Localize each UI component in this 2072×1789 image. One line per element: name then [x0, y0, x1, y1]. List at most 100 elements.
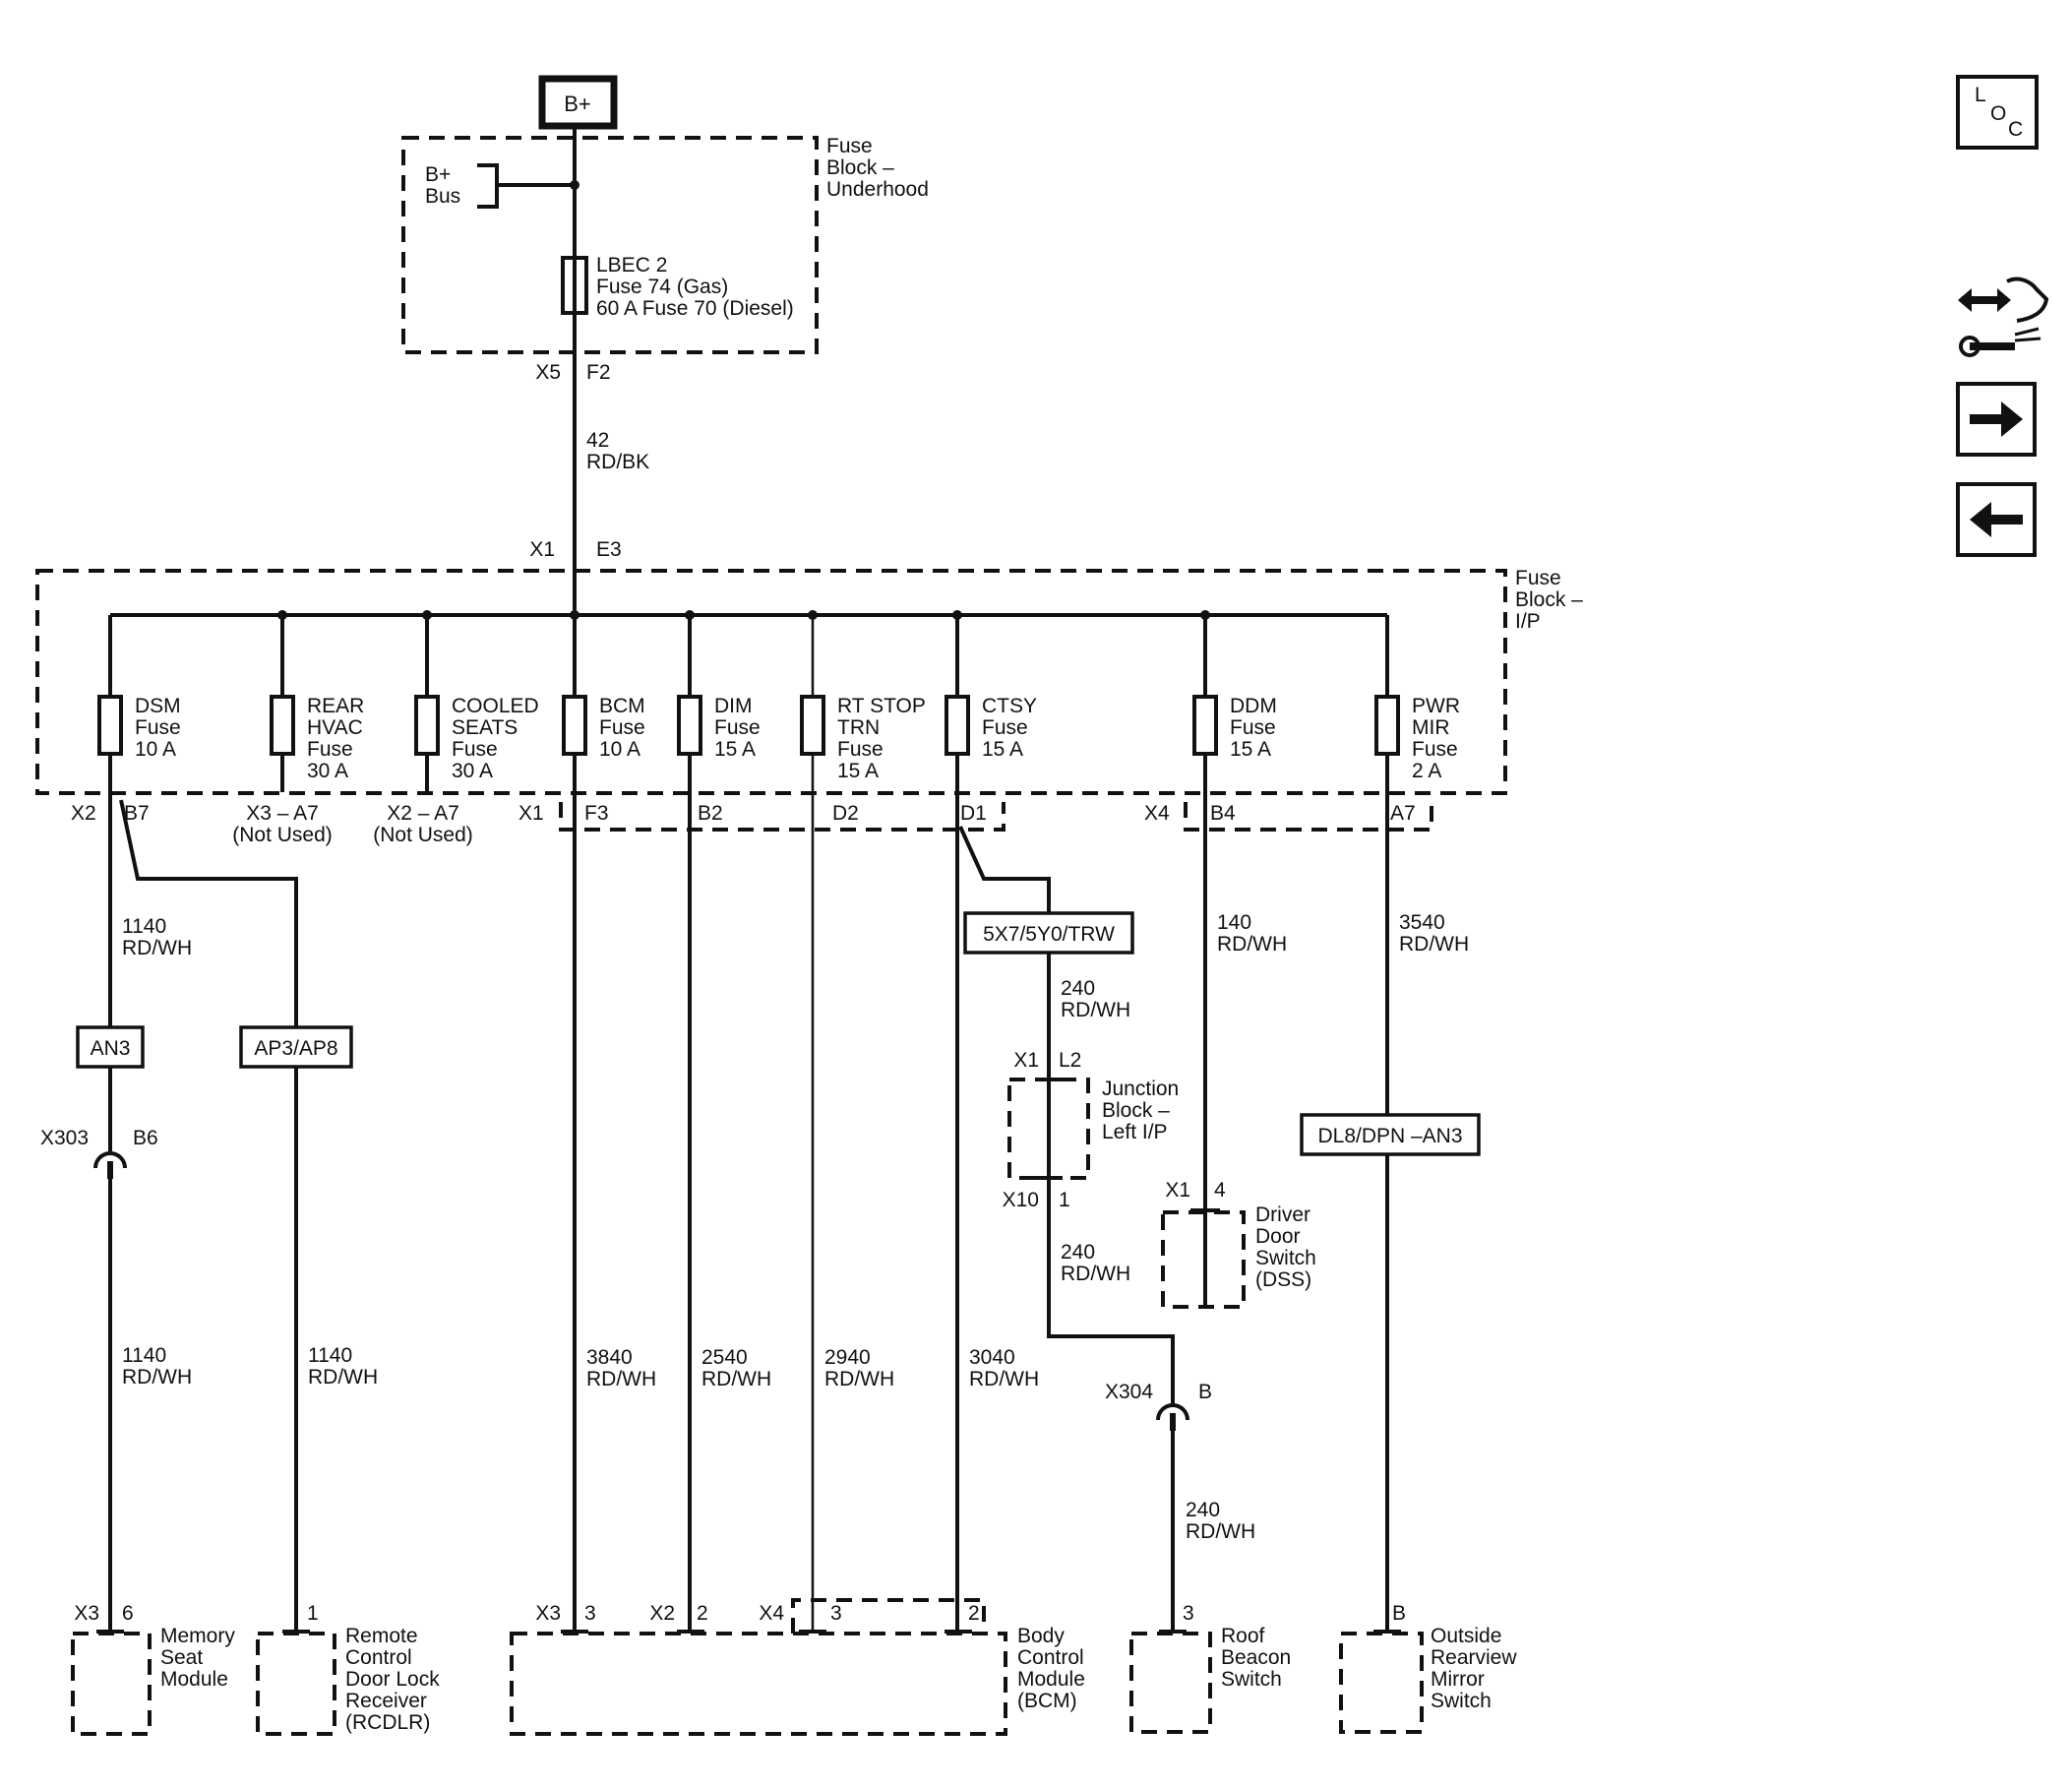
loc-letter-c: C [2008, 118, 2023, 141]
ctsy-fuse-label-1: CTSY [982, 695, 1037, 717]
svg-text:Beacon: Beacon [1221, 1646, 1291, 1669]
dsm-fuse [97, 695, 123, 756]
component-views-button[interactable] [1958, 277, 2049, 357]
dsm-fuse-label-1: DSM [135, 695, 181, 717]
svg-text:Memory: Memory [160, 1625, 235, 1647]
bus-label-1: B+ [425, 163, 451, 186]
svg-text:Control: Control [345, 1646, 412, 1669]
svg-text:Junction: Junction [1102, 1078, 1179, 1100]
svg-text:Control: Control [1017, 1646, 1084, 1669]
rear-hvac-fuse [270, 695, 295, 756]
loc-letter-o: O [1990, 102, 2006, 125]
dsm-wire-upper-color: RD/WH [122, 937, 192, 959]
ddm-fuse-label-2: Fuse [1230, 716, 1276, 739]
jb-out-wire-circuit: 240 [1061, 1241, 1095, 1264]
svg-text:Receiver: Receiver [345, 1690, 427, 1712]
svg-text:X2: X2 [649, 1602, 675, 1625]
rt-stop-label-2: TRN [837, 716, 880, 739]
pin-f3: F3 [584, 802, 609, 825]
cooled-seats-label-4: 30 A [452, 760, 493, 782]
svg-text:X303: X303 [40, 1127, 89, 1149]
dim-fuse-label-1: DIM [714, 695, 753, 717]
svg-text:X304: X304 [1105, 1381, 1153, 1403]
ctsy-fuse-label-2: Fuse [982, 716, 1028, 739]
svg-text:Switch: Switch [1255, 1247, 1316, 1269]
underhood-title-2: Block – [826, 156, 894, 179]
body-control-module: X3 3 X2 2 X4 3 2 Body Control Module (BC… [510, 1598, 1085, 1736]
roof-wire-color: RD/WH [1186, 1520, 1255, 1543]
option-an3: AN3 [76, 1025, 145, 1069]
connector-x303: X303 B6 [40, 1127, 158, 1179]
rt-stop-label-1: RT STOP [837, 695, 926, 717]
cooled-seats-label-3: Fuse [452, 738, 498, 761]
ctsy-fuse-label-3: 15 A [982, 738, 1023, 761]
ddm-wire-circuit: 140 [1217, 911, 1251, 934]
svg-text:Left I/P: Left I/P [1102, 1121, 1168, 1143]
bus-label-2: Bus [425, 185, 460, 208]
svg-text:Block –: Block – [1102, 1099, 1170, 1122]
underhood-pin-f2: F2 [586, 361, 611, 384]
rcdlr-wire-circuit: 1140 [308, 1344, 352, 1367]
ddm-fuse-label-3: 15 A [1230, 738, 1271, 761]
ddm-fuse [1192, 695, 1218, 756]
svg-text:Rearview: Rearview [1431, 1646, 1517, 1669]
svg-text:3: 3 [1183, 1602, 1194, 1625]
pin-a7: A7 [1390, 802, 1416, 825]
cooled-seats-label-1: COOLED [452, 695, 539, 717]
svg-text:(BCM): (BCM) [1017, 1690, 1077, 1712]
dim-fuse [677, 695, 702, 756]
next-page-button[interactable] [1956, 382, 2037, 457]
ip-title-3: I/P [1515, 610, 1541, 633]
svg-text:(RCDLR): (RCDLR) [345, 1711, 430, 1734]
pin-x3-a7: X3 – A7 [246, 802, 319, 825]
dsm-wire-lower-color: RD/WH [122, 1366, 192, 1388]
underhood-title-1: Fuse [826, 135, 873, 157]
svg-text:Seat: Seat [160, 1646, 203, 1669]
pin-d1: D1 [960, 802, 987, 825]
bcm-wire-color: RD/WH [586, 1368, 656, 1390]
previous-page-button[interactable] [1956, 482, 2037, 557]
ip-title-2: Block – [1515, 588, 1583, 611]
mir-wire-color: RD/WH [1399, 933, 1469, 956]
pin-x2-a7-note: (Not Used) [373, 824, 473, 846]
component-views-icon [1958, 277, 2049, 357]
svg-text:Body: Body [1017, 1625, 1065, 1647]
rtstop-wire-circuit: 2940 [824, 1346, 871, 1369]
svg-text:2: 2 [968, 1602, 980, 1625]
ctsy-fuse [945, 695, 970, 756]
ctsy-wire-circuit: 3040 [969, 1346, 1015, 1369]
svg-text:Door Lock: Door Lock [345, 1668, 440, 1691]
dim-fuse-label-2: Fuse [714, 716, 761, 739]
pin-x2: X2 [71, 802, 96, 825]
rtstop-wire-color: RD/WH [824, 1368, 894, 1390]
svg-text:AP3/AP8: AP3/AP8 [254, 1037, 337, 1060]
location-button[interactable]: L O C [1956, 75, 2039, 150]
pwr-mir-label-1: PWR [1412, 695, 1460, 717]
jb-in-wire-circuit: 240 [1061, 977, 1095, 1000]
svg-text:Switch: Switch [1431, 1690, 1492, 1712]
svg-text:4: 4 [1214, 1179, 1226, 1202]
previous-page-icon [1970, 502, 2023, 537]
svg-text:Roof: Roof [1221, 1625, 1265, 1647]
svg-text:X10: X10 [1003, 1189, 1039, 1211]
dim-wire-color: RD/WH [701, 1368, 771, 1390]
pin-x2-a7: X2 – A7 [387, 802, 459, 825]
svg-text:Module: Module [1017, 1668, 1085, 1691]
rcdlr-wire-color: RD/WH [308, 1366, 378, 1388]
memory-seat-module: X3 6 Memory Seat Module [71, 1602, 235, 1736]
svg-text:Switch: Switch [1221, 1668, 1282, 1691]
rear-hvac-label-2: HVAC [307, 716, 363, 739]
svg-text:X1: X1 [1013, 1049, 1039, 1072]
svg-text:2: 2 [697, 1602, 708, 1625]
bcm-fuse [562, 695, 587, 756]
pwr-mir-label-3: Fuse [1412, 738, 1458, 761]
b-plus-source: B+ [538, 75, 618, 130]
dsm-wire-lower-circuit: 1140 [122, 1344, 166, 1367]
svg-text:X4: X4 [759, 1602, 784, 1625]
svg-text:L2: L2 [1059, 1049, 1081, 1072]
pin-b7: B7 [124, 802, 150, 825]
rear-hvac-label-4: 30 A [307, 760, 348, 782]
svg-text:AN3: AN3 [91, 1037, 131, 1060]
pin-d2: D2 [832, 802, 859, 825]
pin-b4: B4 [1210, 802, 1236, 825]
